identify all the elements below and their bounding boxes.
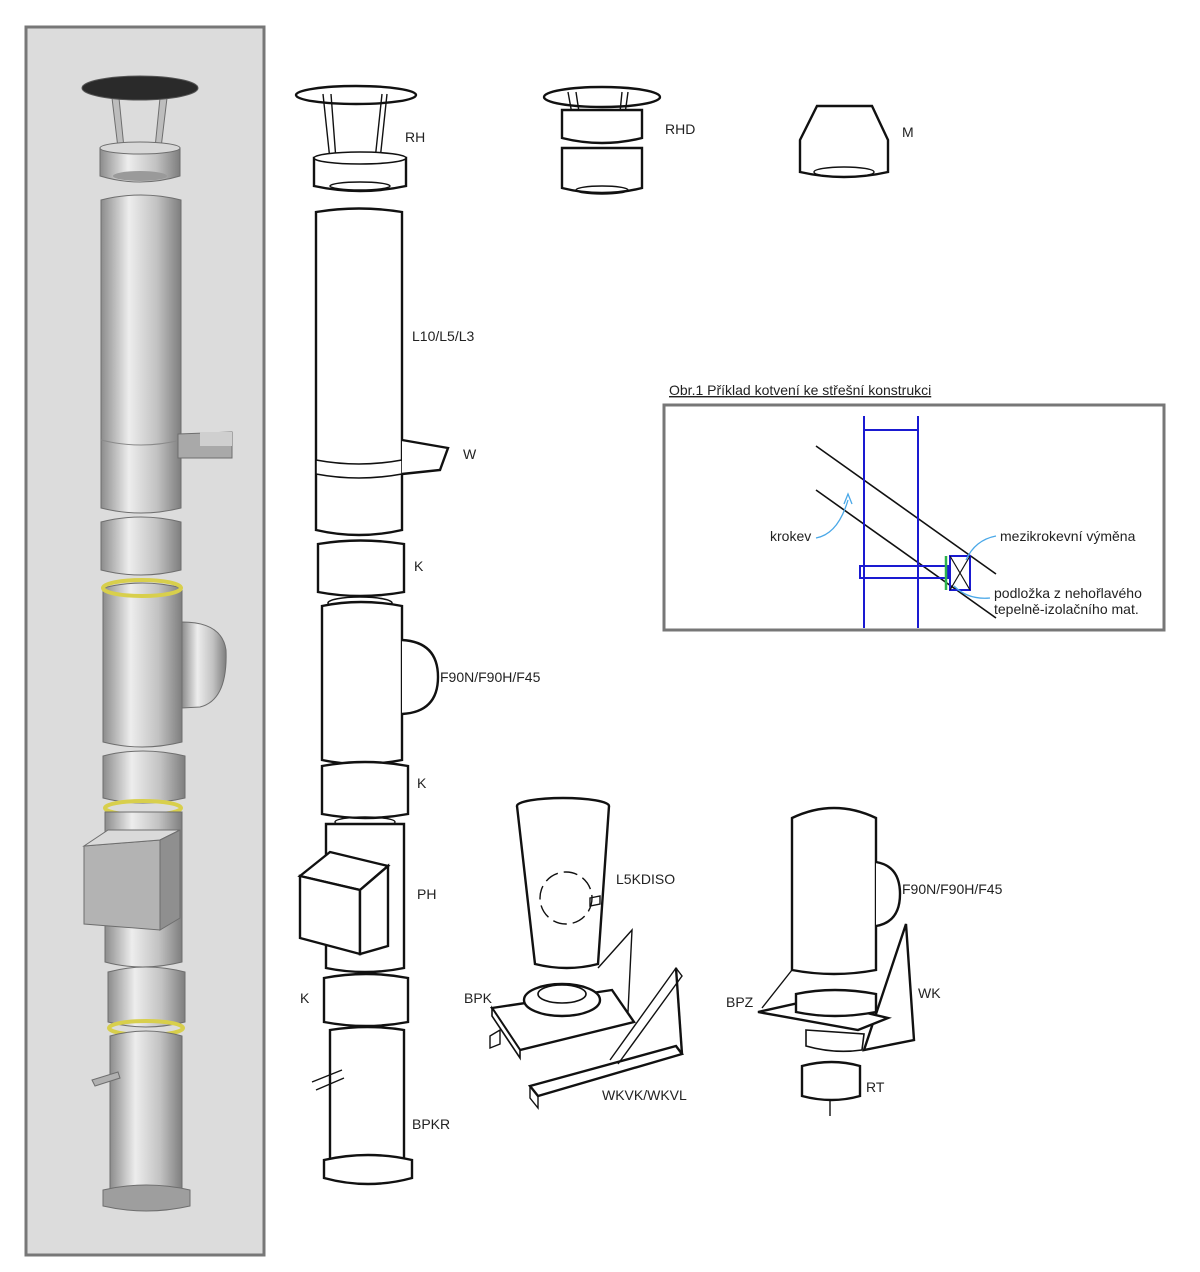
label-straight-pipe: L10/L5/L3 bbox=[412, 328, 474, 344]
inspection-piece bbox=[297, 816, 406, 974]
label-check-pipe: L5KDISO bbox=[616, 871, 675, 887]
label-inspection: PH bbox=[417, 886, 436, 902]
label-tee-1: F90N/F90H/F45 bbox=[440, 669, 541, 685]
clamp-k-1 bbox=[316, 539, 406, 598]
label-rt: RT bbox=[866, 1079, 885, 1095]
clamp-k-3 bbox=[322, 972, 410, 1028]
arrow-rafter-head bbox=[843, 492, 853, 505]
base-plate-console-bpk bbox=[489, 928, 636, 1061]
render-base-pipe bbox=[91, 1030, 191, 1212]
rain-cap-rhd bbox=[542, 85, 662, 195]
label-wall-bracket: W bbox=[463, 446, 477, 462]
condensate-trap-rt bbox=[800, 1060, 862, 1116]
label-console: WKVK/WKVL bbox=[602, 1087, 687, 1103]
label-clamp-3: K bbox=[300, 990, 310, 1006]
tee-fitting bbox=[320, 596, 440, 766]
base-pipe bbox=[311, 1025, 414, 1186]
arrow-rafter bbox=[815, 499, 849, 539]
rain-cap-rh bbox=[294, 84, 418, 193]
label-clamp-1: K bbox=[414, 558, 424, 574]
label-clamp-2: K bbox=[417, 775, 427, 791]
render-clamp-3 bbox=[107, 966, 186, 1028]
label-trimmer: mezikrokevní výměna bbox=[1000, 528, 1136, 544]
console-wkvk bbox=[527, 966, 684, 1110]
cap-m bbox=[798, 104, 890, 179]
figure1-drawing bbox=[815, 416, 997, 628]
check-pipe-l5kdiso bbox=[515, 796, 611, 970]
label-bpk: BPK bbox=[464, 990, 493, 1006]
tee-2 bbox=[790, 806, 902, 976]
render-straight-pipe bbox=[100, 194, 233, 514]
label-rafter: krokev bbox=[770, 528, 811, 544]
render-tee bbox=[101, 578, 227, 748]
figure1-frame bbox=[662, 403, 1166, 632]
render-clamp-2 bbox=[102, 750, 186, 804]
label-bpz: BPZ bbox=[726, 994, 754, 1010]
straight-pipe bbox=[314, 207, 450, 537]
label-rhd: RHD bbox=[665, 121, 695, 137]
label-m: M bbox=[902, 124, 914, 140]
label-wk: WK bbox=[918, 985, 941, 1001]
label-pad-1: podložka z nehořlavého bbox=[994, 585, 1142, 601]
arrow-trimmer bbox=[965, 535, 997, 561]
clamp-k-2 bbox=[320, 760, 410, 820]
label-pad-2: tepelně-izolačního mat. bbox=[994, 601, 1139, 617]
label-tee-2: F90N/F90H/F45 bbox=[902, 881, 1003, 897]
figure1-caption: Obr.1 Příklad kotvení ke střešní konstru… bbox=[669, 382, 931, 398]
render-panel bbox=[24, 25, 266, 1257]
label-base-pipe: BPKR bbox=[412, 1116, 450, 1132]
render-inspection bbox=[82, 811, 183, 968]
render-clamp-1 bbox=[100, 516, 182, 576]
label-rh: RH bbox=[405, 129, 425, 145]
base-plate-bpz bbox=[757, 988, 892, 1053]
arrow-pad bbox=[953, 585, 991, 599]
render-rain-cap bbox=[81, 75, 199, 183]
